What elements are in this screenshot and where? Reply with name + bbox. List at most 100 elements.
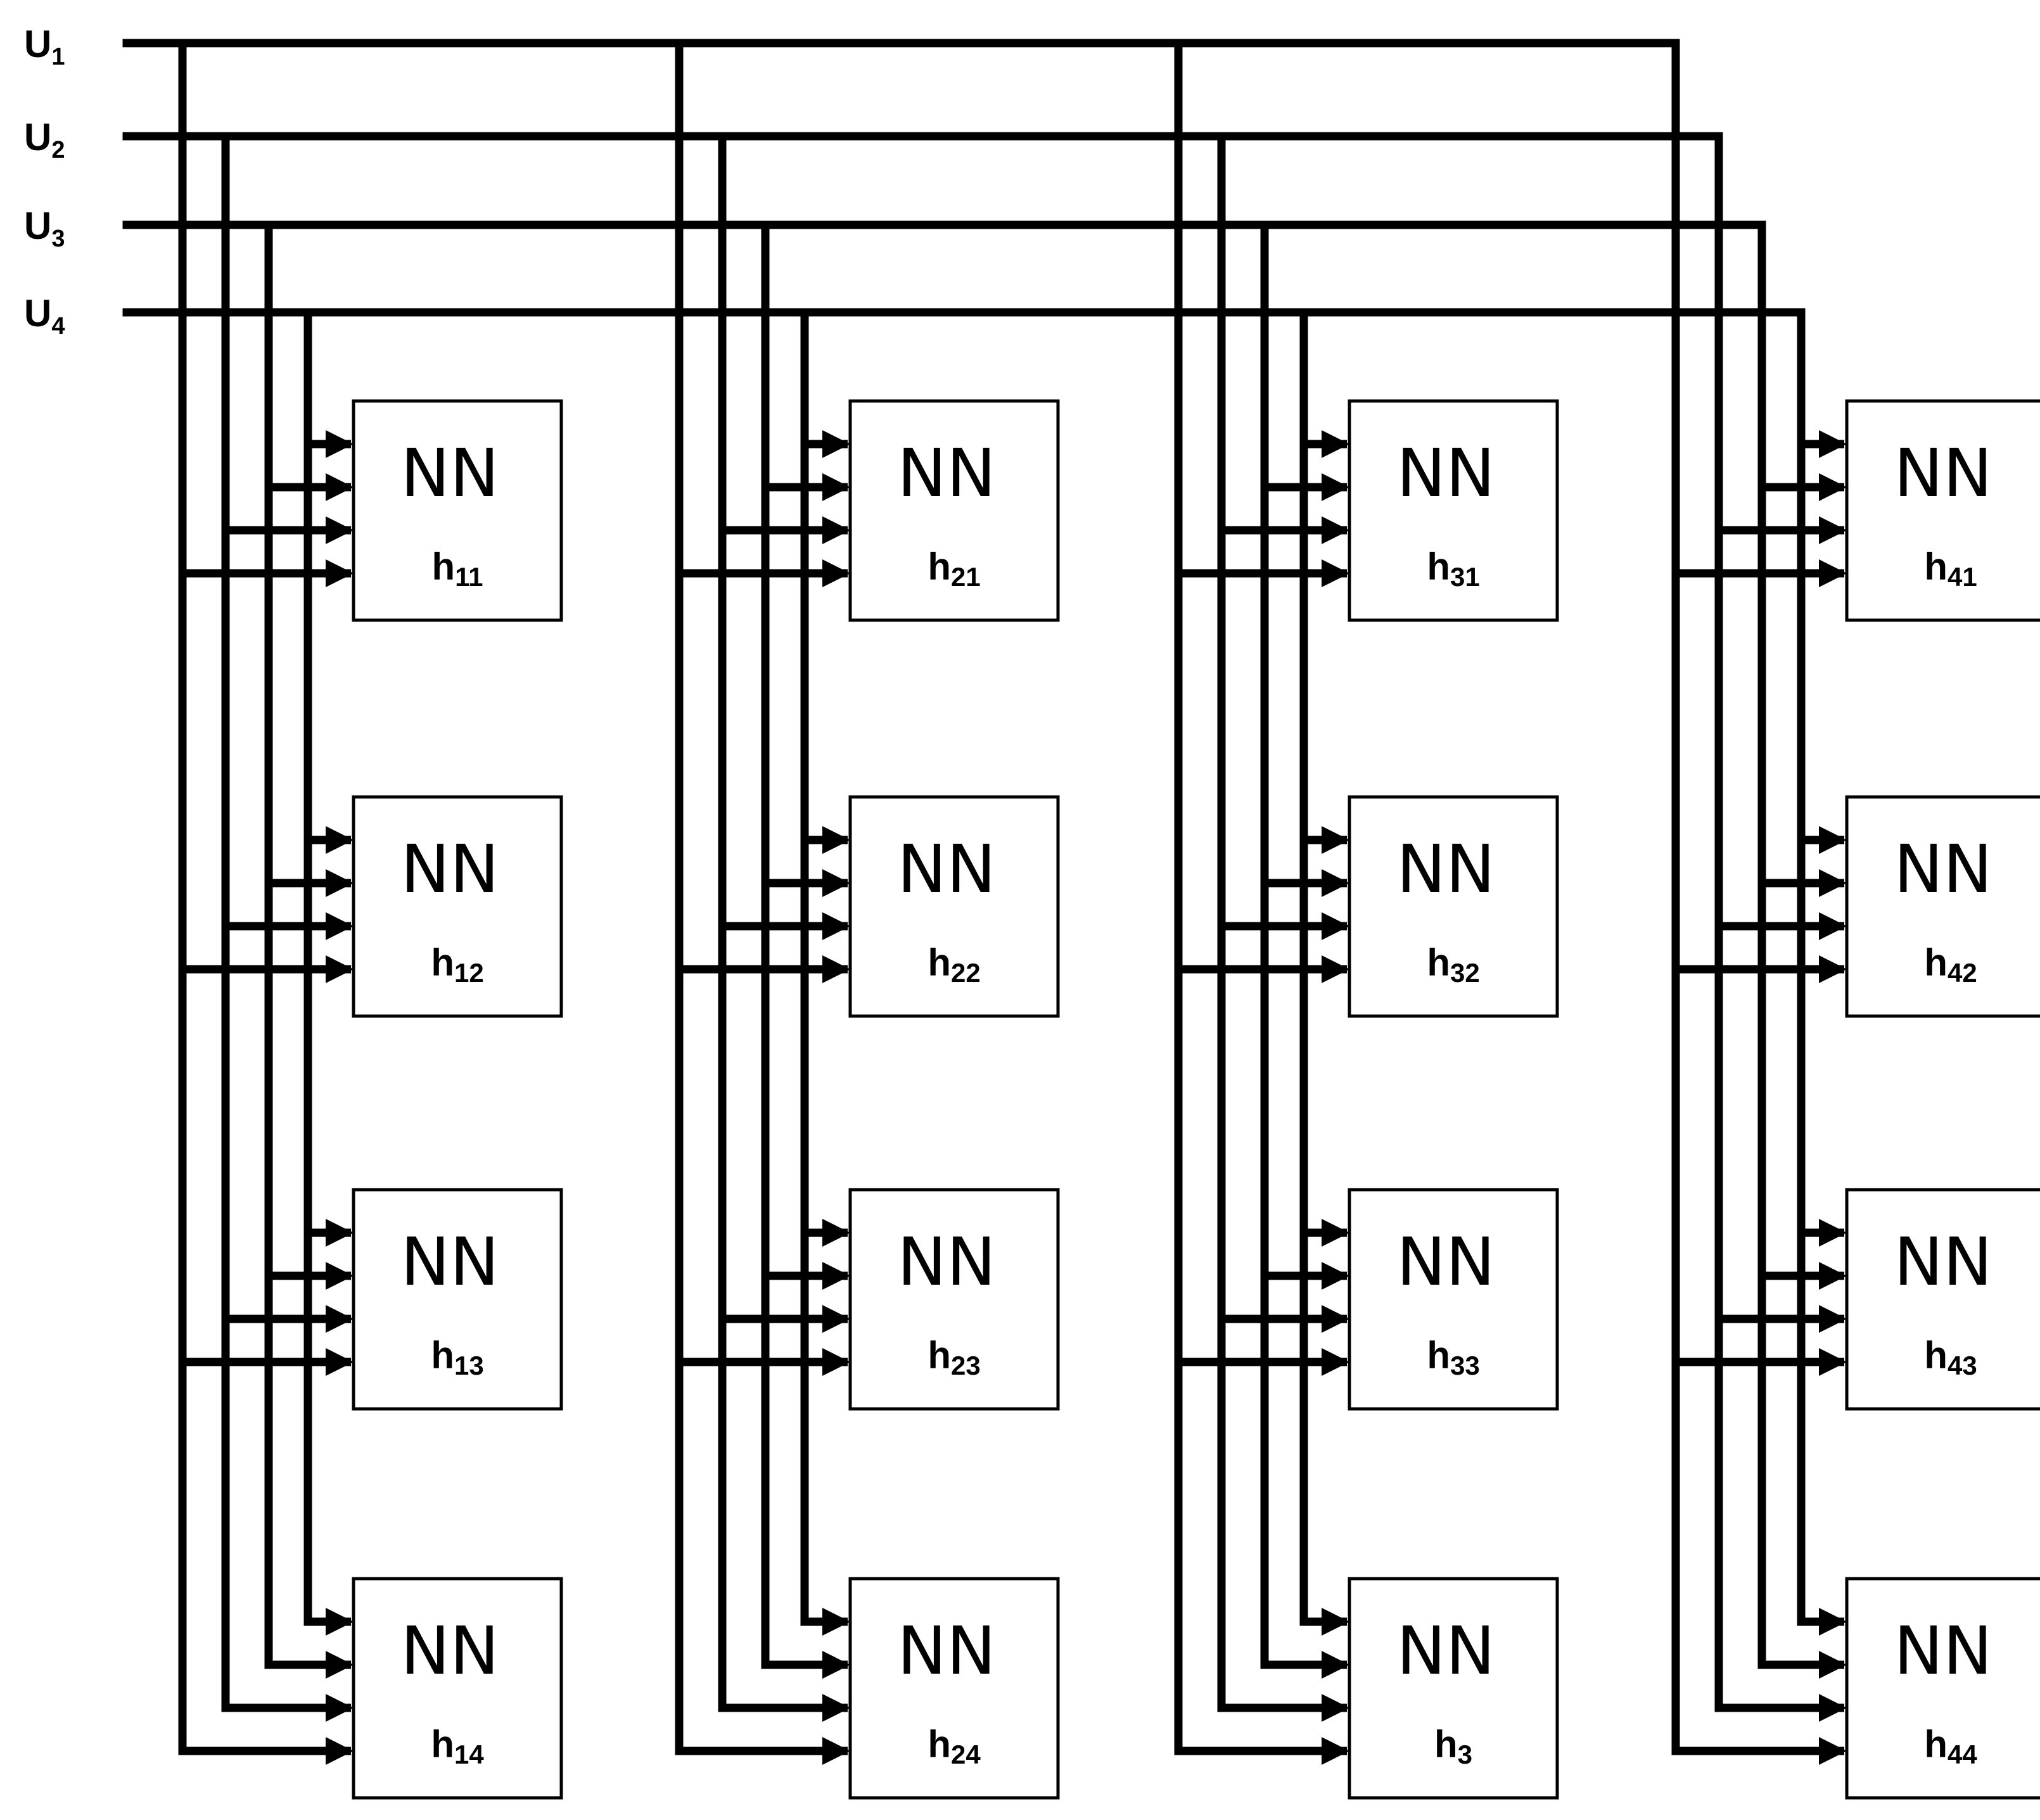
channel-label-subscript: 42 bbox=[1948, 958, 1977, 988]
nn-block bbox=[1348, 1188, 1559, 1411]
input-arrowhead bbox=[1819, 473, 1847, 501]
input-arrowhead bbox=[822, 1262, 850, 1290]
input-arrowhead bbox=[326, 559, 354, 587]
channel-label-base: h bbox=[431, 1723, 454, 1766]
channel-label-base: h bbox=[1427, 941, 1450, 984]
channel-label-base: h bbox=[431, 941, 454, 984]
block-layer: NNh11NNh12NNh13NNh14NNh21NNh22NNh23NNh24… bbox=[352, 399, 2040, 1800]
nn-block bbox=[1845, 1188, 2040, 1411]
input-arrowhead bbox=[1322, 473, 1349, 501]
channel-label: h42 bbox=[1924, 941, 1977, 988]
nn-block bbox=[1845, 399, 2040, 622]
nn-label: NN bbox=[400, 435, 499, 512]
input-arrowhead bbox=[1322, 1219, 1349, 1247]
input-arrowhead bbox=[1819, 1305, 1847, 1333]
nn-block bbox=[848, 1188, 1060, 1411]
nn-label: NN bbox=[400, 1612, 499, 1690]
input-arrowhead bbox=[326, 869, 354, 897]
channel-label-subscript: 14 bbox=[454, 1740, 484, 1769]
input-arrowhead bbox=[822, 1608, 850, 1636]
input-arrowhead bbox=[822, 1348, 850, 1376]
input-arrowhead bbox=[822, 912, 850, 940]
channel-label: h14 bbox=[431, 1723, 484, 1769]
nn-block bbox=[848, 795, 1060, 1018]
nn-label: NN bbox=[897, 435, 996, 512]
input-arrowhead bbox=[1322, 1608, 1349, 1636]
channel-label: h44 bbox=[1924, 1723, 1977, 1769]
input-arrowhead bbox=[1322, 559, 1349, 587]
channel-label: h41 bbox=[1924, 545, 1977, 592]
nn-block bbox=[848, 399, 1060, 622]
input-arrowhead bbox=[1819, 559, 1847, 587]
channel-label-subscript: 44 bbox=[1948, 1740, 1977, 1769]
channel-label-base: h bbox=[1427, 1334, 1450, 1377]
input-arrowhead bbox=[1819, 1737, 1847, 1765]
nn-label: NN bbox=[1396, 1223, 1495, 1301]
channel-label-subscript: 22 bbox=[951, 958, 981, 988]
input-arrowhead bbox=[1322, 955, 1349, 983]
channel-label-subscript: 11 bbox=[455, 562, 483, 592]
input-arrowhead bbox=[1322, 1348, 1349, 1376]
bus-label-subscript: 3 bbox=[51, 226, 65, 252]
input-arrowhead bbox=[326, 955, 354, 983]
input-arrowhead bbox=[1819, 955, 1847, 983]
channel-label: h21 bbox=[928, 545, 980, 592]
nn-label: NN bbox=[400, 1223, 499, 1301]
input-arrowhead bbox=[1819, 1219, 1847, 1247]
input-arrowhead bbox=[822, 1305, 850, 1333]
channel-label-base: h bbox=[928, 1723, 951, 1766]
input-arrowhead bbox=[326, 1608, 354, 1636]
channel-label-base: h bbox=[1924, 1723, 1948, 1766]
input-arrowhead bbox=[822, 1219, 850, 1247]
input-arrowhead bbox=[822, 473, 850, 501]
channel-label-subscript: 33 bbox=[1450, 1351, 1480, 1380]
channel-label: h23 bbox=[928, 1334, 980, 1380]
input-arrowhead bbox=[326, 1694, 354, 1722]
input-arrowhead bbox=[1322, 869, 1349, 897]
input-arrowhead bbox=[1322, 1737, 1349, 1765]
channel-label: h32 bbox=[1427, 941, 1479, 988]
channel-label-subscript: 3 bbox=[1458, 1740, 1472, 1769]
bus-label-base: U bbox=[24, 116, 51, 158]
input-arrowhead bbox=[326, 912, 354, 940]
channel-label-base: h bbox=[928, 941, 951, 984]
input-arrowhead bbox=[1322, 516, 1349, 544]
input-arrowhead bbox=[1819, 1694, 1847, 1722]
bus-label-subscript: 1 bbox=[51, 44, 65, 70]
channel-label: h11 bbox=[431, 545, 483, 592]
input-arrowhead bbox=[822, 516, 850, 544]
input-arrowhead bbox=[822, 869, 850, 897]
channel-label-subscript: 31 bbox=[1450, 562, 1480, 592]
nn-block bbox=[352, 795, 563, 1018]
bus-label-subscript: 4 bbox=[51, 313, 65, 340]
nn-block bbox=[1348, 795, 1559, 1018]
bus-label-u4: U4 bbox=[24, 292, 65, 340]
input-arrowhead bbox=[822, 1737, 850, 1765]
input-arrowhead bbox=[326, 473, 354, 501]
nn-block bbox=[352, 1577, 563, 1800]
channel-label-subscript: 12 bbox=[454, 958, 484, 988]
nn-label: NN bbox=[1894, 1612, 1992, 1690]
input-arrowhead bbox=[326, 1737, 354, 1765]
input-arrowhead bbox=[822, 955, 850, 983]
input-arrowhead bbox=[822, 559, 850, 587]
input-arrowhead bbox=[326, 430, 354, 458]
channel-label-base: h bbox=[1924, 1334, 1948, 1377]
channel-label-base: h bbox=[928, 545, 951, 588]
channel-label-subscript: 43 bbox=[1948, 1351, 1977, 1380]
input-arrowhead bbox=[1322, 1651, 1349, 1679]
nn-label: NN bbox=[1396, 1612, 1495, 1690]
nn-label: NN bbox=[1894, 435, 1992, 512]
nn-label: NN bbox=[897, 1612, 996, 1690]
input-arrowhead bbox=[822, 430, 850, 458]
channel-label-subscript: 13 bbox=[454, 1351, 484, 1380]
nn-block bbox=[1348, 399, 1559, 622]
input-arrowhead bbox=[1819, 912, 1847, 940]
channel-label-subscript: 24 bbox=[951, 1740, 981, 1769]
channel-label: h13 bbox=[431, 1334, 483, 1380]
nn-label: NN bbox=[897, 1223, 996, 1301]
input-arrowhead bbox=[1819, 1348, 1847, 1376]
nn-label: NN bbox=[1894, 1223, 1992, 1301]
channel-label: h3 bbox=[1434, 1723, 1472, 1769]
input-arrowhead bbox=[1322, 1305, 1349, 1333]
